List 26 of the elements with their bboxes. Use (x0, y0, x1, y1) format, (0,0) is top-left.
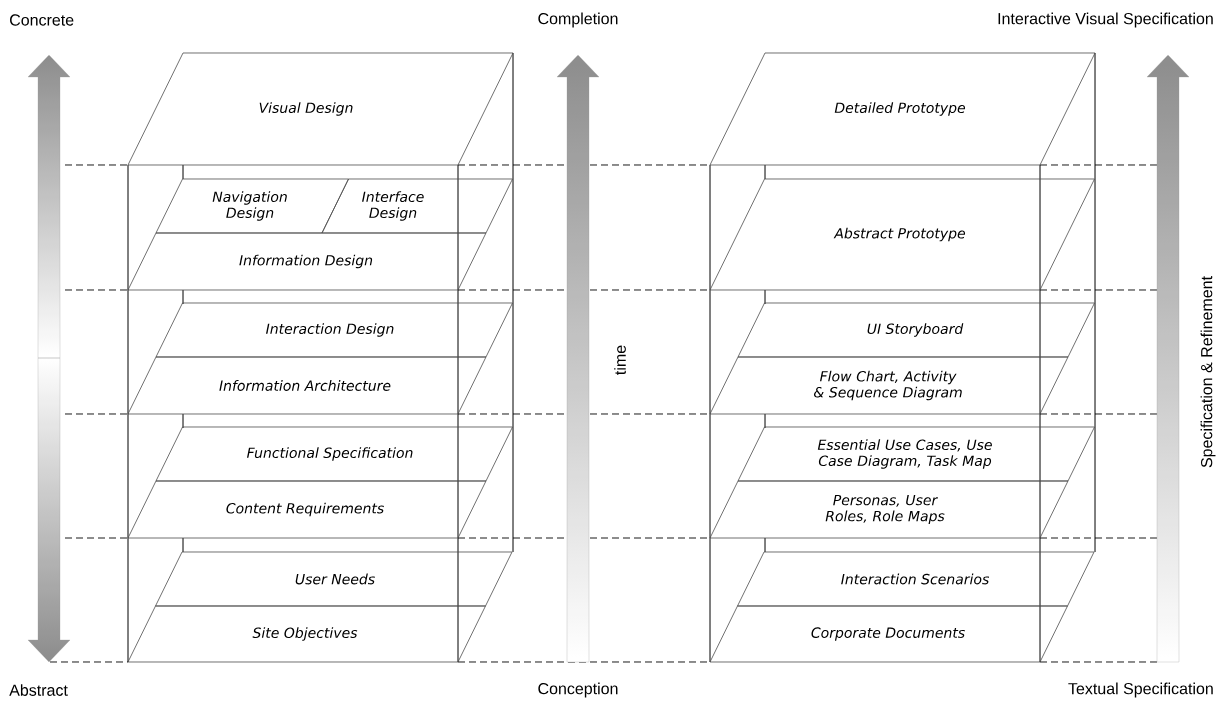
layer-plane: Corporate Documents (709, 605, 1068, 663)
layer-plane: Interaction Scenarios (737, 551, 1095, 607)
layer-plane: Information Design (127, 232, 487, 291)
layer-plane: Flow Chart, Activity & Sequence Diagram (709, 356, 1069, 415)
axis-label: Textual Specification (1068, 682, 1213, 698)
layer-plane: Navigation Design (155, 178, 349, 234)
axis-label: Abstract (9, 684, 68, 696)
axis-label: Specification & Refinement (1200, 276, 1216, 468)
layer-plane: Interaction Design (155, 302, 513, 358)
layer-plane: Information Architecture (127, 356, 487, 415)
layer-plane: User Needs (155, 551, 513, 607)
layer-plane: Content Requirements (127, 480, 487, 539)
layer-plane: Visual Design (127, 52, 514, 166)
layer-plane: UI Storyboard (737, 302, 1095, 358)
axis-label: Concrete (10, 14, 74, 26)
layer-plane: Personas, User Roles, Role Maps (709, 480, 1069, 539)
layer-plane: Essential Use Cases, Use Case Diagram, Task Map (737, 426, 1095, 482)
axis-label: time (614, 345, 626, 375)
layer-plane: Functional Specification (155, 426, 513, 482)
layer-plane: Site Objectives (127, 605, 486, 663)
axis-label: Completion (538, 12, 618, 28)
layer-plane: Detailed Prototype (709, 52, 1096, 166)
layer-plane: Abstract Prototype (709, 178, 1095, 291)
layer-plane: Interface Design (321, 178, 513, 234)
axis-label: Conception (538, 682, 618, 698)
axis-label: Interactive Visual Specification (998, 12, 1213, 28)
